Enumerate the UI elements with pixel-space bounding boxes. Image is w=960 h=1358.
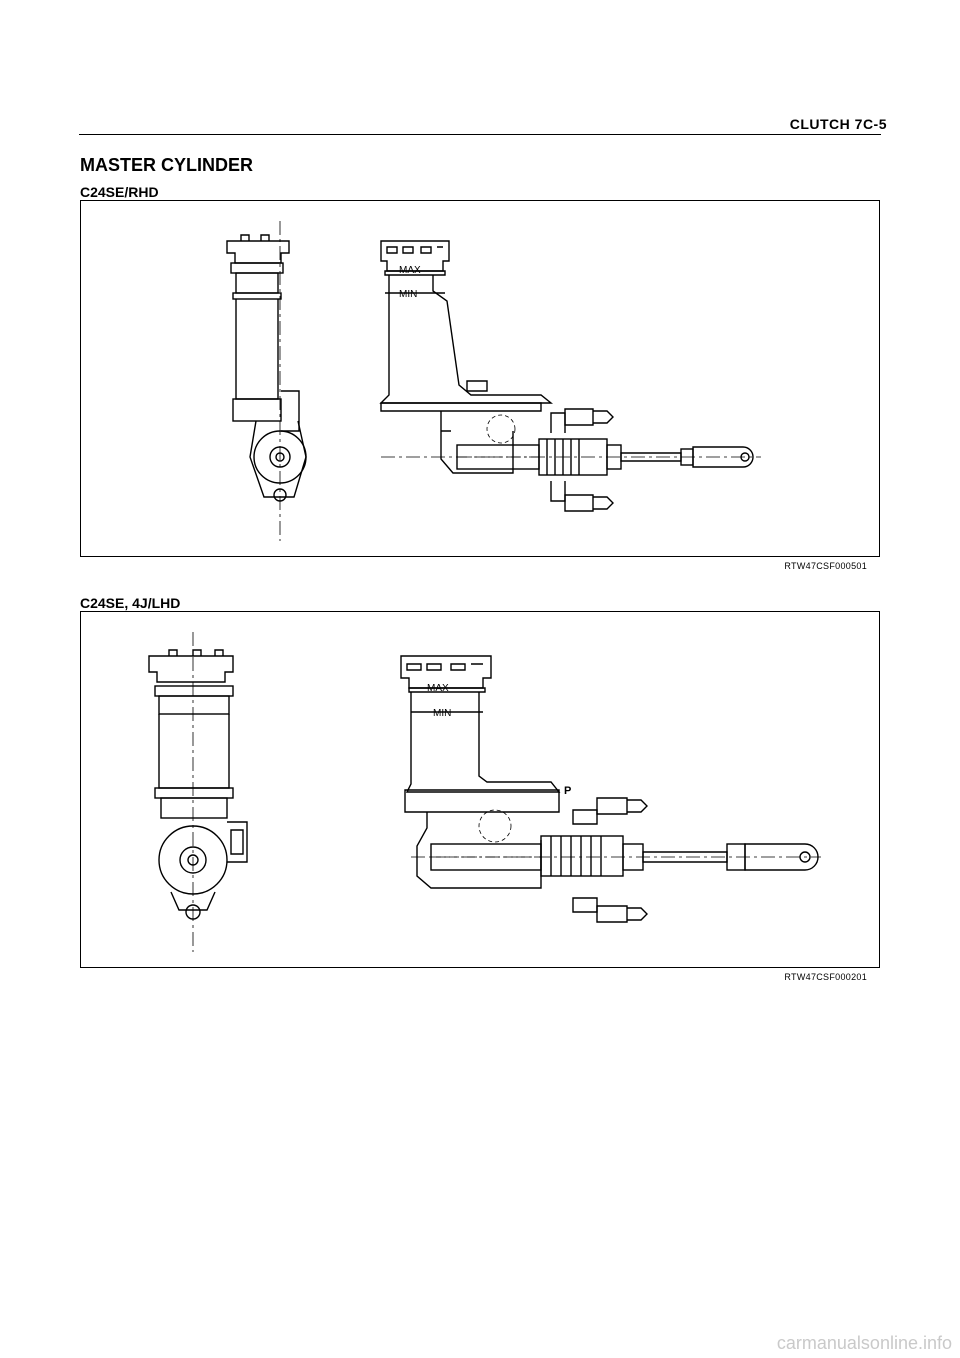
max-mark-2: MAX [427, 683, 449, 694]
max-mark-1: MAX [399, 265, 421, 276]
min-mark-2: MIN [433, 708, 451, 719]
figure-2-code: RTW47CSF000201 [784, 972, 867, 982]
header-rule [79, 134, 881, 135]
figure-1-frame: MAX MIN RTW47CSF000501 [80, 200, 880, 571]
watermark: carmanualsonline.info [776, 1333, 952, 1353]
page-header: CLUTCH 7C-5 [789, 116, 887, 132]
figure-2-subtitle: C24SE, 4J/LHD [80, 595, 181, 611]
master-cylinder-rhd-drawing: MAX MIN [226, 221, 761, 541]
page-title: MASTER CYLINDER [80, 155, 254, 175]
min-mark-1: MIN [399, 289, 417, 300]
port-label: P [564, 785, 571, 797]
figure-1-code: RTW47CSF000501 [784, 561, 867, 571]
master-cylinder-lhd-drawing: MAX MIN P [148, 632, 821, 952]
figure-2-frame: MAX MIN P RTW47CSF000201 [80, 611, 880, 982]
figure-1-subtitle: C24SE/RHD [80, 184, 159, 200]
